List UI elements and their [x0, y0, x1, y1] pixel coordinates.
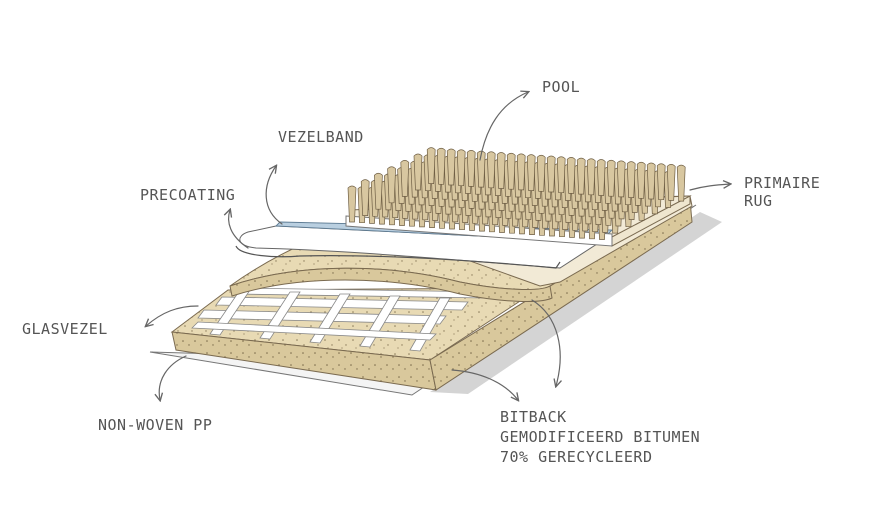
pile-tuft	[347, 185, 357, 223]
pile-tuft	[566, 157, 576, 194]
pile-tuft	[656, 163, 666, 201]
pile-tuft	[400, 160, 410, 197]
pile-tuft	[360, 179, 370, 216]
pile-tuft	[666, 164, 676, 201]
pile-tuft	[526, 154, 536, 191]
pile-tuft	[466, 150, 476, 187]
pile-tuft	[486, 151, 496, 189]
label-primaire: PRIMAIRE	[744, 174, 820, 192]
arrow-vezelband	[265, 166, 283, 225]
pile-tufts	[347, 147, 686, 240]
arrow-bitumen-upper	[531, 299, 560, 386]
bitumen-upper-front	[229, 267, 553, 302]
pile-tuft	[576, 157, 586, 195]
pile-tuft	[586, 158, 596, 196]
arrow-nonwoven	[159, 355, 187, 400]
pile-tuft	[506, 152, 516, 190]
label-bitback: BITBACK	[500, 408, 567, 426]
pile-tuft	[676, 164, 686, 202]
pile-tuft	[516, 153, 526, 191]
drop-shadow	[430, 212, 722, 394]
pile-tuft	[426, 147, 436, 184]
arrow-pool	[479, 92, 528, 161]
label-rug: RUG	[744, 192, 773, 210]
label-nonwoven: NON-WOVEN PP	[98, 416, 212, 434]
pile-tuft	[626, 161, 636, 198]
pile-tuft	[536, 154, 546, 192]
pile-tuft	[436, 147, 446, 185]
pile-tuft	[546, 155, 556, 193]
pile-tuft	[374, 172, 383, 210]
pile-tuft	[413, 153, 423, 191]
label-vezelband: VEZELBAND	[278, 128, 364, 146]
pile-tuft	[636, 161, 646, 199]
label-bitback-bitumen: GEMODIFICEERD BITUMEN	[500, 428, 700, 446]
pile-tuft	[646, 162, 656, 200]
arrow-precoating	[229, 210, 249, 249]
pile-tuft	[476, 150, 486, 188]
pile-tuft	[616, 160, 626, 198]
label-pool: POOL	[542, 78, 580, 96]
label-glasvezel: GLASVEZEL	[22, 320, 108, 338]
arrow-glasvezel	[146, 305, 199, 326]
pile-tuft	[606, 159, 616, 197]
pile-tuft	[446, 148, 456, 186]
pile-tuft	[456, 149, 466, 187]
pile-tuft	[556, 156, 566, 194]
label-bitback-recycled: 70% GERECYCLEERD	[500, 448, 653, 466]
arrow-primaire-rug	[689, 184, 730, 191]
pile-tuft	[596, 159, 606, 196]
pile-tuft	[387, 166, 396, 204]
arrow-bitback	[451, 369, 518, 400]
pile-tuft	[496, 152, 506, 189]
precoating-curl	[235, 245, 561, 269]
label-precoating: PRECOATING	[140, 186, 235, 204]
